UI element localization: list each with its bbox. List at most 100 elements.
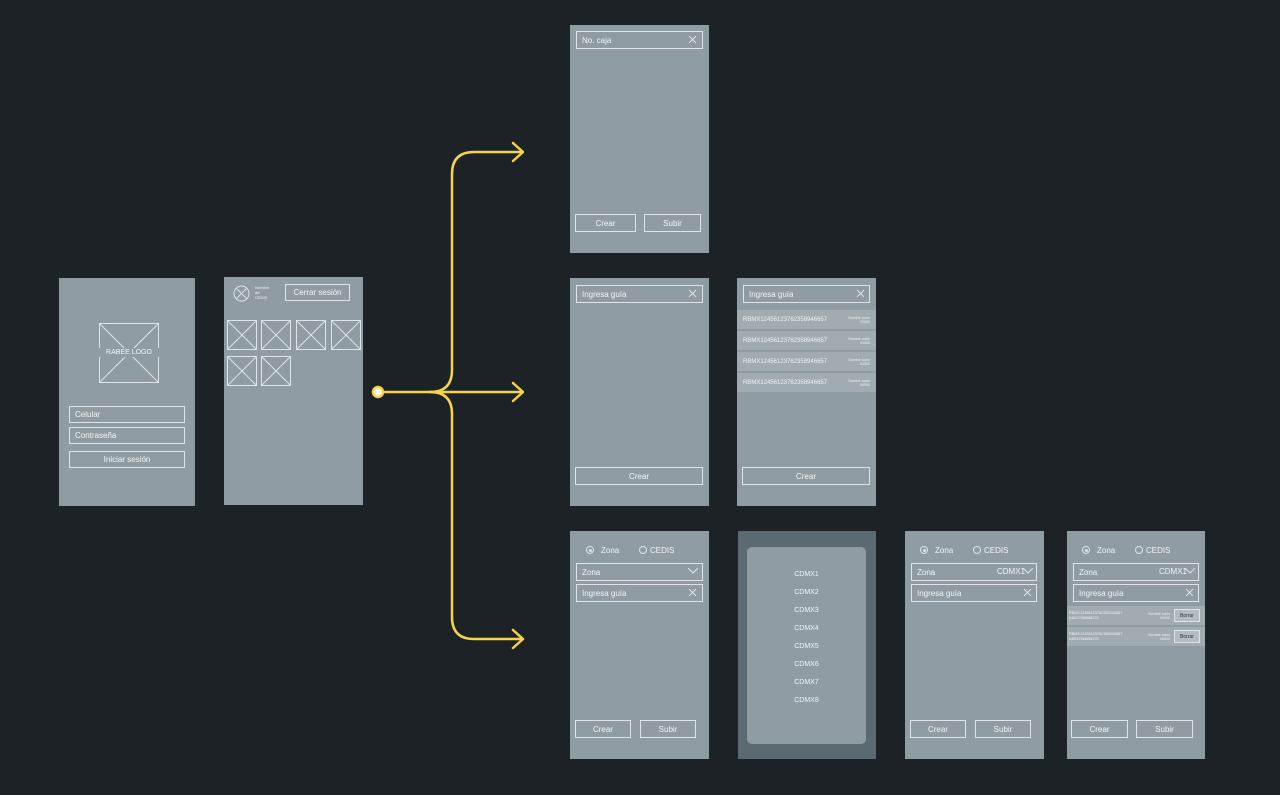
dropdown-panel: CDMX1 CDMX2 CDMX3 CDMX4 CDMX5 CDMX6 CDMX… <box>747 547 866 744</box>
dropdown-option[interactable]: CDMX8 <box>794 697 819 704</box>
logout-button[interactable]: Cerrar sesión <box>285 284 350 301</box>
radio-cedis[interactable] <box>973 546 981 554</box>
partner-name: Nombre socio 00000 <box>848 378 870 387</box>
dropdown-option[interactable]: CDMX2 <box>794 589 819 596</box>
guide-row[interactable]: RBMX12456123762358946657 b4f0375666f6270… <box>1067 627 1205 646</box>
home-screen: Nombre de CEDIS Cerrar sesión <box>224 277 363 505</box>
chevron-down-icon[interactable] <box>1185 568 1195 574</box>
dropdown-screen: CDMX1 CDMX2 CDMX3 CDMX4 CDMX5 CDMX6 CDMX… <box>738 531 876 759</box>
logo-label: RABEE LOGO <box>99 348 159 357</box>
radio-cedis-label: CEDIS <box>650 546 675 555</box>
connector-origin-dot <box>371 385 385 399</box>
chevron-down-icon[interactable] <box>688 568 698 574</box>
radio-cedis[interactable] <box>1135 546 1143 554</box>
zone-select[interactable]: Zona <box>576 563 703 581</box>
user-avatar-icon <box>233 285 250 302</box>
arrowhead-top <box>511 141 525 163</box>
clear-icon[interactable] <box>1186 589 1193 596</box>
clear-icon[interactable] <box>689 589 696 596</box>
guide-field[interactable]: Ingresa guía <box>911 584 1037 602</box>
clear-icon[interactable] <box>857 290 864 297</box>
dropdown-option[interactable]: CDMX7 <box>794 679 819 686</box>
radio-zona[interactable] <box>920 546 928 554</box>
radio-cedis[interactable] <box>639 546 647 554</box>
guide-code: RBMX12456123762358946657 <box>743 358 828 365</box>
radio-cedis-label: CEDIS <box>984 546 1009 555</box>
guide-field[interactable]: Ingresa guía <box>576 584 703 602</box>
guide-row[interactable]: RBMX12456123762358946657 Nombre socio 00… <box>737 331 876 350</box>
zone-selected-value: CDMX1 <box>1159 567 1188 576</box>
radio-zona[interactable] <box>586 546 594 554</box>
guide-field[interactable]: Ingresa guía <box>1073 584 1199 602</box>
create-button[interactable]: Crear <box>575 214 636 232</box>
radio-zona-label: Zona <box>935 546 954 555</box>
guide-field[interactable]: Ingresa guía <box>743 285 870 303</box>
module-thumb-2[interactable] <box>261 320 291 350</box>
module-thumb-6[interactable] <box>261 356 291 386</box>
zone-list-screen: Zona CEDIS Zona CDMX1 Ingresa guía RBMX1… <box>1067 531 1205 759</box>
zone-select[interactable]: Zona <box>1073 563 1199 581</box>
dropdown-option[interactable]: CDMX5 <box>794 643 819 650</box>
clear-icon[interactable] <box>689 290 696 297</box>
partner-name: Nombre socio 00000 <box>848 315 870 324</box>
login-screen: RABEE LOGO Celular Contraseña Iniciar se… <box>59 278 195 506</box>
connector-branch-top <box>428 150 524 394</box>
password-field[interactable]: Contraseña <box>69 427 185 444</box>
upload-button[interactable]: Subir <box>1136 720 1193 738</box>
module-thumb-3[interactable] <box>296 320 326 350</box>
upload-button[interactable]: Subir <box>640 720 696 738</box>
zone-select[interactable]: Zona <box>911 563 1037 581</box>
upload-button[interactable]: Subir <box>644 214 701 232</box>
dropdown-option[interactable]: CDMX1 <box>794 571 819 578</box>
guide-code: RBMX12456123762358946657 <box>743 337 828 344</box>
module-thumb-1[interactable] <box>227 320 257 350</box>
box-number-field[interactable]: No. caja <box>576 31 703 49</box>
create-button[interactable]: Crear <box>575 467 703 485</box>
dropdown-option[interactable]: CDMX3 <box>794 607 819 614</box>
create-button[interactable]: Crear <box>1071 720 1128 738</box>
guide-screen: Ingresa guía Crear <box>570 278 709 506</box>
guide-row[interactable]: RBMX12456123762358946657 b4f0275666f6270… <box>1067 606 1205 625</box>
guide-code: RBMX12456123762358946657 <box>743 316 828 323</box>
create-button[interactable]: Crear <box>910 720 966 738</box>
login-button[interactable]: Iniciar sesión <box>69 451 185 468</box>
dropdown-option[interactable]: CDMX6 <box>794 661 819 668</box>
create-button[interactable]: Crear <box>575 720 631 738</box>
phone-field[interactable]: Celular <box>69 406 185 423</box>
zone-screen: Zona CEDIS Zona Ingresa guía Crear Subir <box>570 531 709 759</box>
box-screen: No. caja Crear Subir <box>570 25 709 253</box>
connector-branch-bottom <box>428 390 524 641</box>
chevron-down-icon[interactable] <box>1023 568 1033 574</box>
guide-field[interactable]: Ingresa guía <box>576 285 703 303</box>
guide-row[interactable]: RBMX12456123762358946657 Nombre socio 00… <box>737 373 876 392</box>
partner-name: Nombre socio 00000 <box>848 336 870 345</box>
guide-code: RBMX12456123762358946657 b4f0275666f6270 <box>1069 610 1123 620</box>
partner-name: Nombre socio 00000 <box>1148 632 1170 641</box>
module-thumb-5[interactable] <box>227 356 257 386</box>
delete-button[interactable]: Borrar <box>1174 609 1200 622</box>
radio-cedis-label: CEDIS <box>1146 546 1171 555</box>
delete-button[interactable]: Borrar <box>1174 630 1200 643</box>
arrowhead-middle <box>511 381 525 403</box>
upload-button[interactable]: Subir <box>975 720 1031 738</box>
zone-selected-value: CDMX1 <box>997 567 1026 576</box>
radio-zona-label: Zona <box>1097 546 1116 555</box>
partner-name: Nombre socio 00000 <box>1148 611 1170 620</box>
cedis-name-label: Nombre de CEDIS <box>255 285 270 300</box>
zone-selected-screen: Zona CEDIS Zona CDMX1 Ingresa guía Crear… <box>905 531 1044 759</box>
guide-row[interactable]: RBMX12456123762358946657 Nombre socio 00… <box>737 352 876 371</box>
guide-list-screen: Ingresa guía RBMX12456123762358946657 No… <box>737 278 876 506</box>
guide-code: RBMX12456123762358946657 <box>743 379 828 386</box>
radio-zona[interactable] <box>1082 546 1090 554</box>
guide-code: RBMX12456123762358946657 b4f0375666f6270 <box>1069 631 1123 641</box>
clear-icon[interactable] <box>689 36 696 43</box>
create-button[interactable]: Crear <box>742 467 870 485</box>
clear-icon[interactable] <box>1024 589 1031 596</box>
arrowhead-bottom <box>511 628 525 650</box>
partner-name: Nombre socio 00000 <box>848 357 870 366</box>
guide-row[interactable]: RBMX12456123762358946657 Nombre socio 00… <box>737 310 876 329</box>
module-thumb-4[interactable] <box>331 320 361 350</box>
dropdown-option[interactable]: CDMX4 <box>794 625 819 632</box>
radio-zona-label: Zona <box>601 546 620 555</box>
